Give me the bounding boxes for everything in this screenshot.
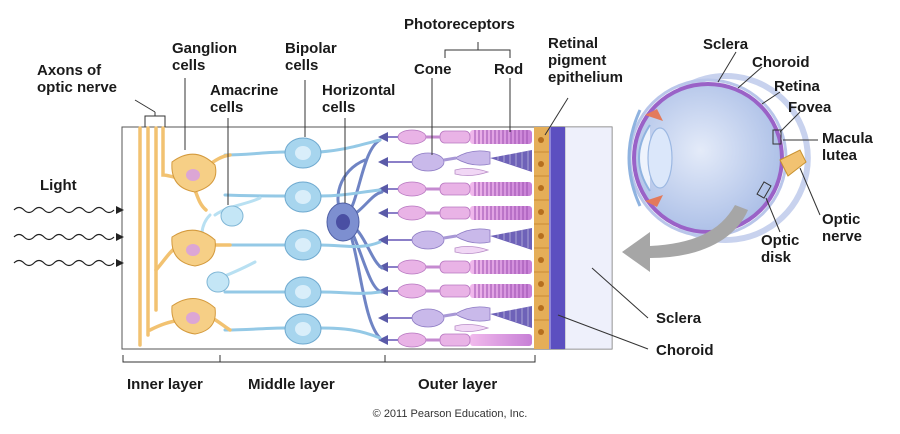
choroid-block-label: Choroid bbox=[656, 342, 714, 359]
photoreceptor-synapses bbox=[378, 132, 388, 345]
zoom-arrow bbox=[622, 205, 748, 272]
eye-fovea-label: Fovea bbox=[788, 99, 832, 116]
eye-choroid-label: Choroid bbox=[752, 54, 810, 71]
bipolar-cells bbox=[223, 137, 382, 345]
eye-cross-section bbox=[627, 73, 811, 243]
sclera-block-label: Sclera bbox=[656, 310, 702, 327]
sclera-strip bbox=[564, 126, 613, 350]
layer-brackets bbox=[122, 355, 536, 363]
axons-bracket bbox=[134, 99, 166, 127]
retinal-pigment-epithelium bbox=[534, 127, 549, 349]
eye-sclera-label: Sclera bbox=[703, 36, 749, 53]
inner-layer-label: Inner layer bbox=[127, 376, 203, 393]
middle-layer-label: Middle layer bbox=[248, 376, 335, 393]
cone-label: Cone bbox=[414, 61, 452, 78]
rod-label: Rod bbox=[494, 61, 524, 78]
amacrine-cells bbox=[200, 196, 262, 293]
eye-retina-label: Retina bbox=[774, 78, 820, 95]
photoreceptor-rods bbox=[397, 129, 532, 348]
choroid-strip bbox=[550, 127, 565, 349]
light-label: Light bbox=[40, 177, 77, 194]
ganglion-cells bbox=[138, 126, 232, 347]
wavy-arrow-icon bbox=[13, 206, 115, 267]
outer-layer-label: Outer layer bbox=[418, 376, 498, 393]
photoreceptors-label: Photoreceptors bbox=[404, 16, 515, 33]
photoreceptor-cones bbox=[411, 150, 532, 332]
copyright-notice: © 2011 Pearson Education, Inc. bbox=[372, 408, 528, 420]
